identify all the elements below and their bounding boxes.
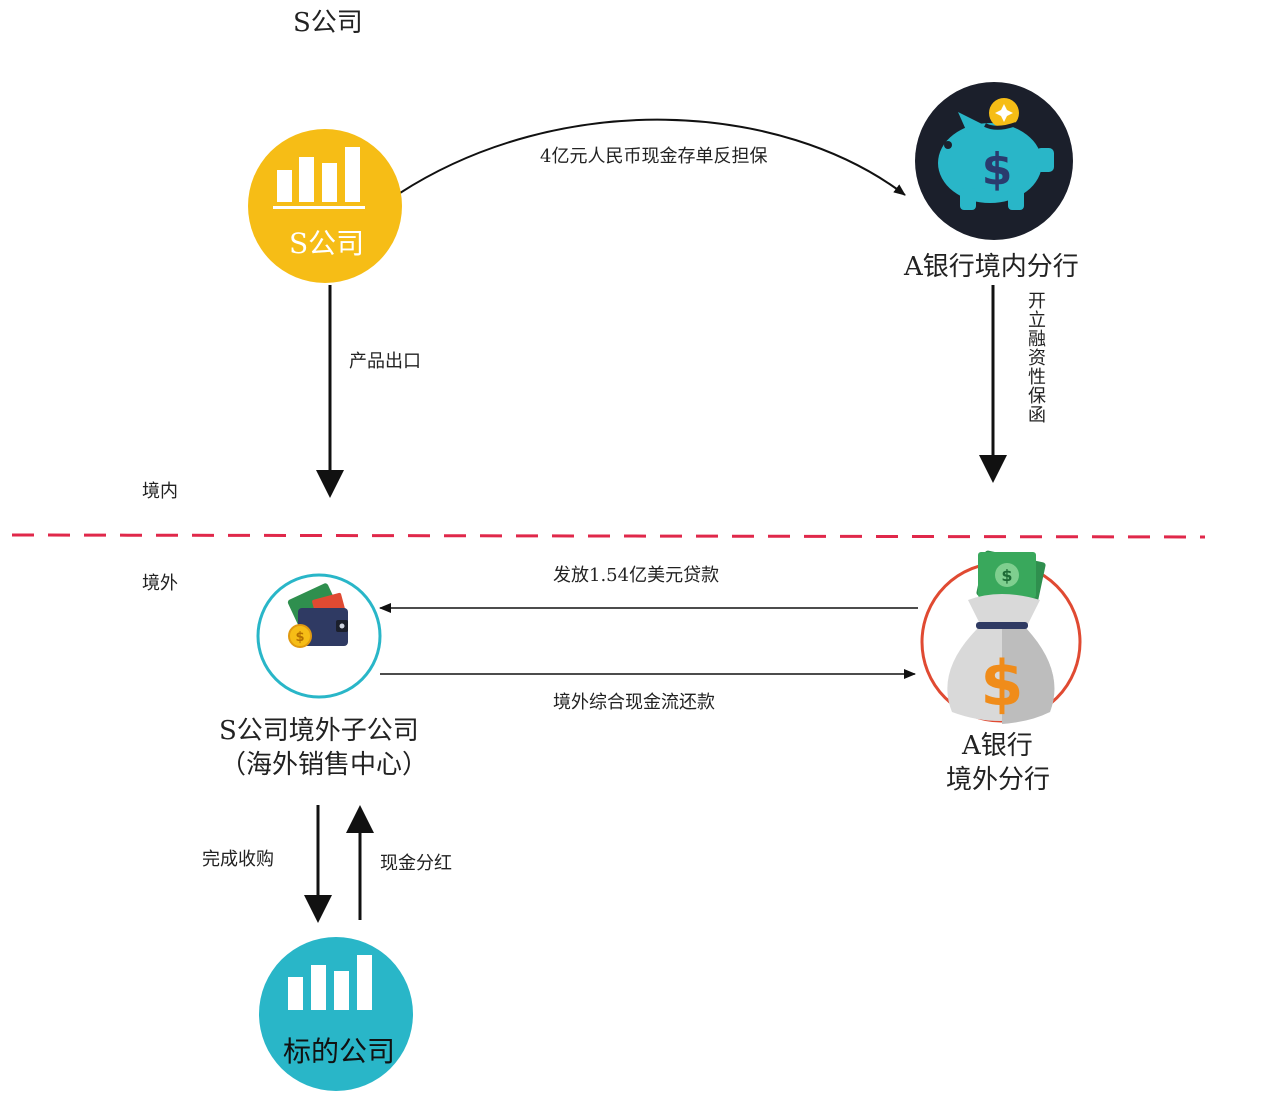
subsidiary-label-line1: S公司境外子公司 <box>219 716 419 746</box>
money-bag-icon: $ $ <box>947 550 1055 724</box>
target-company-node <box>259 937 413 1091</box>
target-company-label: 标的公司 <box>283 1035 396 1068</box>
loan-label: 发放1.54亿美元贷款 <box>553 565 720 586</box>
s-company-label: S公司 <box>289 227 365 260</box>
bank-overseas-label-line2: 境外分行 <box>946 765 1051 795</box>
svg-text:$: $ <box>295 630 304 645</box>
letter-of-guarantee-arrow <box>979 285 1007 483</box>
dividend-label: 现金分红 <box>380 853 452 874</box>
wallet-icon: $ <box>287 583 348 648</box>
letter-of-guarantee-label: 开立融资性保函 <box>1025 291 1046 424</box>
border-divider <box>11 533 1206 539</box>
bar-chart-icon <box>273 147 365 209</box>
dividend-arrow <box>346 805 374 920</box>
svg-text:$: $ <box>982 144 1013 195</box>
domestic-zone-label: 境内 <box>142 481 178 502</box>
bank-domestic-node: $ <box>915 82 1073 240</box>
svg-text:$: $ <box>1001 566 1012 585</box>
overseas-zone-label: 境外 <box>142 573 178 594</box>
export-arrow <box>316 285 344 498</box>
bank-overseas-node: $ $ <box>920 550 1082 724</box>
guarantee-label: 4亿元人民币现金存单反担保 <box>540 146 768 167</box>
subsidiary-label-line2: （海外销售中心） <box>220 750 429 780</box>
bar-chart-icon <box>288 955 372 1010</box>
s-company-node <box>248 129 402 283</box>
bank-domestic-label: A银行境内分行 <box>904 252 1079 282</box>
subsidiary-node: $ <box>256 573 382 699</box>
svg-text:$: $ <box>980 647 1023 720</box>
page-title: S公司 <box>293 8 363 38</box>
acquisition-label: 完成收购 <box>202 849 274 870</box>
bank-overseas-label-line1: A银行 <box>962 731 1033 761</box>
repayment-label: 境外综合现金流还款 <box>553 692 715 713</box>
export-label: 产品出口 <box>349 351 421 372</box>
piggy-bank-icon: $ <box>938 98 1054 210</box>
acquisition-arrow <box>304 805 332 923</box>
guarantee-arrow <box>399 118 906 196</box>
